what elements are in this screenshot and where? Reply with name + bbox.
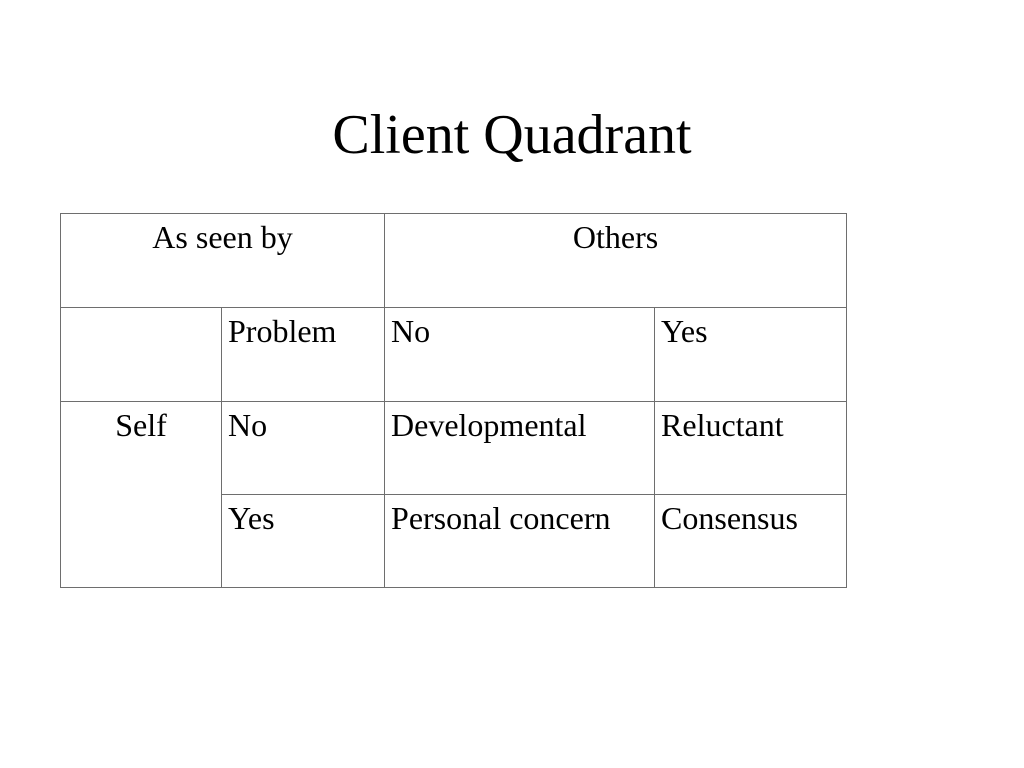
quadrant-cell: Reluctant — [654, 401, 848, 495]
slide-title: Client Quadrant — [332, 104, 692, 166]
self-label: Self — [60, 401, 222, 588]
table-header-row: As seen by Others — [59, 213, 848, 308]
others-header: Others — [384, 213, 848, 308]
as-seen-by-header: As seen by — [59, 213, 386, 308]
others-no-header: No — [384, 307, 656, 402]
corner-cell — [60, 307, 222, 402]
self-answer-cell: Yes — [220, 494, 386, 588]
quadrant-cell: Developmental — [384, 401, 656, 495]
quadrant-cell: Personal concern — [384, 494, 656, 588]
table-subheader-row: Problem No Yes — [60, 307, 848, 402]
table-row: Self No Developmental Reluctant — [60, 401, 848, 588]
client-quadrant-table: As seen by Others Problem No Yes Self No… — [59, 213, 848, 588]
problem-header: Problem — [220, 307, 386, 402]
others-yes-header: Yes — [654, 307, 848, 402]
self-answer-cell: No — [220, 401, 386, 495]
quadrant-cell: Consensus — [654, 494, 848, 588]
table-row: Yes Personal concern Consensus — [61, 494, 848, 588]
